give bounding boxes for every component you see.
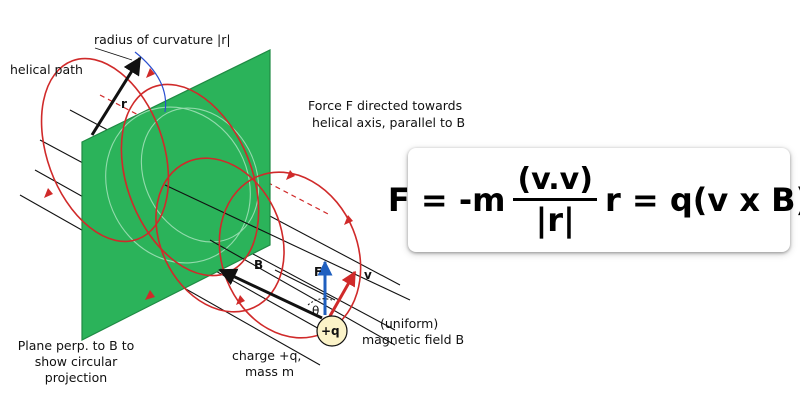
force-label-line2: helical axis, parallel to B: [312, 115, 465, 130]
helical-path-label: helical path: [10, 62, 83, 77]
force-label-line1: Force F directed towards: [308, 98, 462, 113]
plane-label-line2: show circular: [35, 354, 118, 369]
plane-label-line3: projection: [45, 370, 107, 385]
formula-box: F = -m (v.v) |r| r = q(v x B): [388, 148, 800, 252]
field-label-line2: magnetic field B: [362, 332, 464, 347]
plane-circle-projections: [105, 106, 260, 264]
radius-label: radius of curvature |r|: [94, 32, 231, 47]
radius-arrow: [90, 56, 142, 136]
theta-arc: [307, 298, 333, 306]
helix-arrow-2: [146, 68, 155, 78]
helix-arrow-4: [286, 170, 295, 180]
formula-rhs: r = q(v x B): [604, 181, 800, 219]
helix-arrow-5: [236, 295, 245, 305]
formula-numerator: (v.v): [517, 161, 593, 197]
b-symbol: B: [254, 258, 263, 272]
r-symbol: r: [121, 97, 127, 111]
field-b-arrow: [218, 268, 323, 320]
radius-leader: [94, 47, 133, 61]
helix-arrow-3: [145, 290, 155, 300]
charge-label-line1: charge +q,: [232, 348, 301, 363]
f-symbol: F: [314, 265, 322, 279]
formula-denominator: |r|: [535, 200, 575, 239]
helix-arrowheads: [44, 68, 353, 305]
helix-arrow-1: [44, 188, 53, 198]
charge-symbol: +q: [321, 324, 340, 338]
plane-label-line1: Plane perp. to B to: [18, 338, 135, 353]
velocity-arrow: [328, 270, 357, 317]
field-label-line1: (uniform): [380, 316, 438, 331]
v-symbol: v: [364, 268, 372, 282]
charge-label-line2: mass m: [245, 364, 294, 379]
helix-arrow-6: [344, 215, 353, 225]
radius-arc: [134, 51, 167, 113]
projection-plane: [81, 49, 271, 341]
theta-symbol: θ: [312, 304, 319, 318]
formula-lhs: F = -m: [387, 181, 506, 219]
charge-circle: [316, 315, 348, 347]
formula-fraction-bar: [513, 197, 597, 201]
formula-fraction: (v.v) |r|: [513, 161, 597, 239]
